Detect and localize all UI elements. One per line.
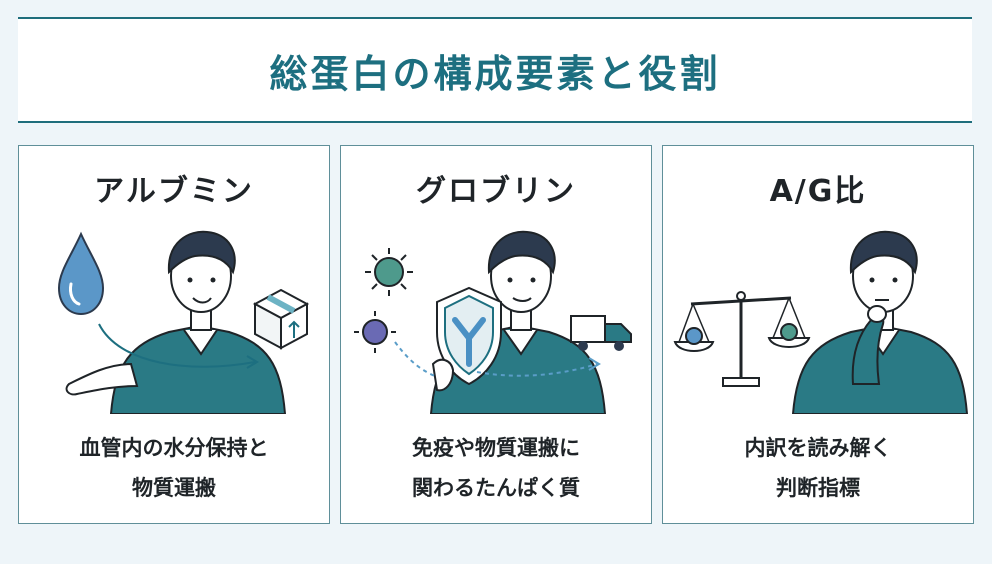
card-title: A/G比 (769, 174, 867, 209)
card-albumin: アルブミン 血管 (18, 145, 330, 524)
person-figure (65, 230, 287, 414)
truck-icon (570, 315, 632, 351)
albumin-illustration (57, 230, 310, 414)
card-title: グロブリン (416, 174, 576, 209)
card-globulin: グロブリン (340, 145, 652, 524)
desc-line-2: 判断指標 (776, 476, 860, 500)
desc-line-2: 物質運搬 (132, 476, 216, 500)
water-drop-icon (57, 231, 105, 316)
balance-scale-icon (673, 291, 811, 387)
virus-icon (365, 248, 413, 296)
person-figure (791, 230, 969, 414)
desc-line-1: 免疫や物質運搬に (412, 436, 580, 460)
ag-ratio-illustration (673, 230, 969, 414)
card-description: 内訳を読み解く 判断指標 (663, 428, 973, 508)
card-description: 免疫や物質運搬に 関わるたんぱく質 (341, 428, 651, 508)
card-title: アルブミン (94, 174, 254, 209)
page-title: 総蛋白の構成要素と役割 (269, 51, 721, 96)
card-ag-ratio: A/G比 (662, 145, 974, 524)
globulin-illustration (354, 230, 632, 414)
shield-antibody-icon (431, 286, 502, 392)
virus-icon (354, 311, 396, 353)
desc-line-1: 内訳を読み解く (744, 436, 892, 460)
title-banner: 総蛋白の構成要素と役割 (18, 17, 972, 123)
box-icon (252, 288, 310, 350)
desc-line-2: 関わるたんぱく質 (412, 476, 580, 500)
card-description: 血管内の水分保持と 物質運搬 (19, 428, 329, 508)
desc-line-1: 血管内の水分保持と (79, 436, 269, 460)
